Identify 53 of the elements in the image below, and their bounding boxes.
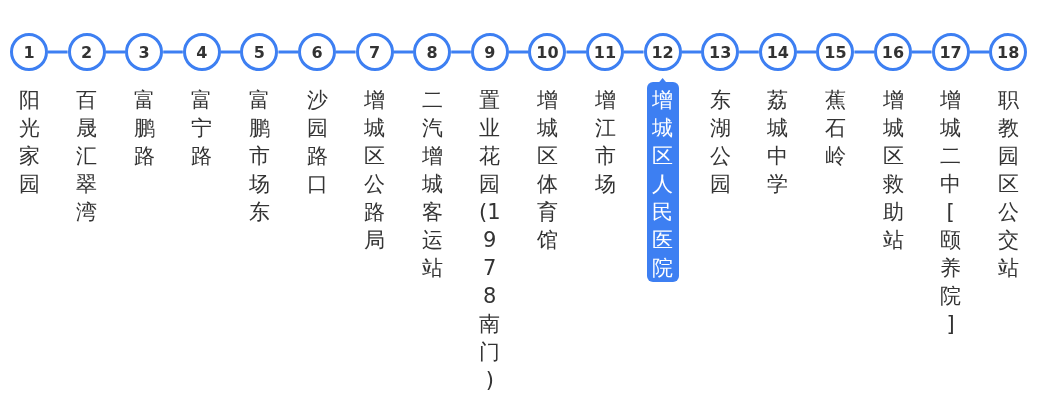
stop-name: 富鹏路	[132, 87, 156, 170]
route-line	[739, 50, 759, 54]
stop-circle: 18	[989, 33, 1028, 71]
stop-name: 增城二中[颐养院]	[939, 87, 963, 338]
route-line	[969, 50, 990, 54]
stop-name: 阳光家园	[17, 87, 41, 198]
stop-name: 置业花园(1978南门)	[478, 87, 502, 394]
route-line	[163, 50, 183, 54]
stop-circle: 16	[874, 33, 912, 71]
stop-circle: 13	[701, 33, 740, 71]
route-line	[854, 50, 874, 54]
route-line	[220, 50, 241, 54]
route-line	[508, 50, 529, 54]
stop-circle: 12	[643, 33, 682, 71]
stop-circle: 11	[586, 33, 624, 71]
stop-name: 东湖公园	[708, 87, 732, 198]
stop-circle: 10	[528, 33, 567, 71]
route-line	[278, 50, 298, 54]
route-line	[566, 50, 586, 54]
stop-name: 职教园区公交站	[996, 87, 1020, 282]
stop-circle: 4	[182, 33, 221, 71]
stop-name: 富鹏市场东	[247, 87, 271, 226]
stop-name: 二汽增城客运站	[420, 87, 444, 282]
route-line	[912, 50, 932, 54]
stop-circle: 8	[413, 33, 452, 71]
stop-circle: 5	[240, 33, 279, 71]
stop-name: 增城区公路局	[363, 87, 387, 254]
stop-circle: 1	[10, 33, 48, 71]
route-line	[681, 50, 702, 54]
route-line	[451, 50, 471, 54]
route-line	[48, 50, 68, 54]
stop-name: 增城区体育馆	[535, 87, 559, 254]
stop-circle: 15	[816, 33, 855, 71]
route-line	[796, 50, 817, 54]
stop-name: 荔城中学	[766, 87, 790, 198]
stop-name: 沙园路口	[305, 87, 329, 198]
route-line	[624, 50, 644, 54]
stop-name: 增江市场	[593, 87, 617, 198]
stop-name: 百晟汇翠湾	[75, 87, 99, 226]
stop-circle: 14	[758, 33, 797, 71]
stop-name: 富宁路	[190, 87, 214, 170]
stop-name: 蕉石岭	[823, 87, 847, 170]
current-stop-name: 增城区人民医院	[646, 82, 679, 282]
stop-circle: 17	[931, 33, 970, 71]
route-line	[105, 50, 126, 54]
stop-circle: 7	[355, 33, 394, 71]
stop-circle: 3	[125, 33, 164, 71]
stop-circle: 6	[298, 33, 336, 71]
stop-name: 增城区救助站	[881, 87, 905, 254]
route-line	[393, 50, 414, 54]
route-line	[336, 50, 356, 54]
stop-circle: 2	[67, 33, 106, 71]
stop-circle: 9	[470, 33, 509, 71]
